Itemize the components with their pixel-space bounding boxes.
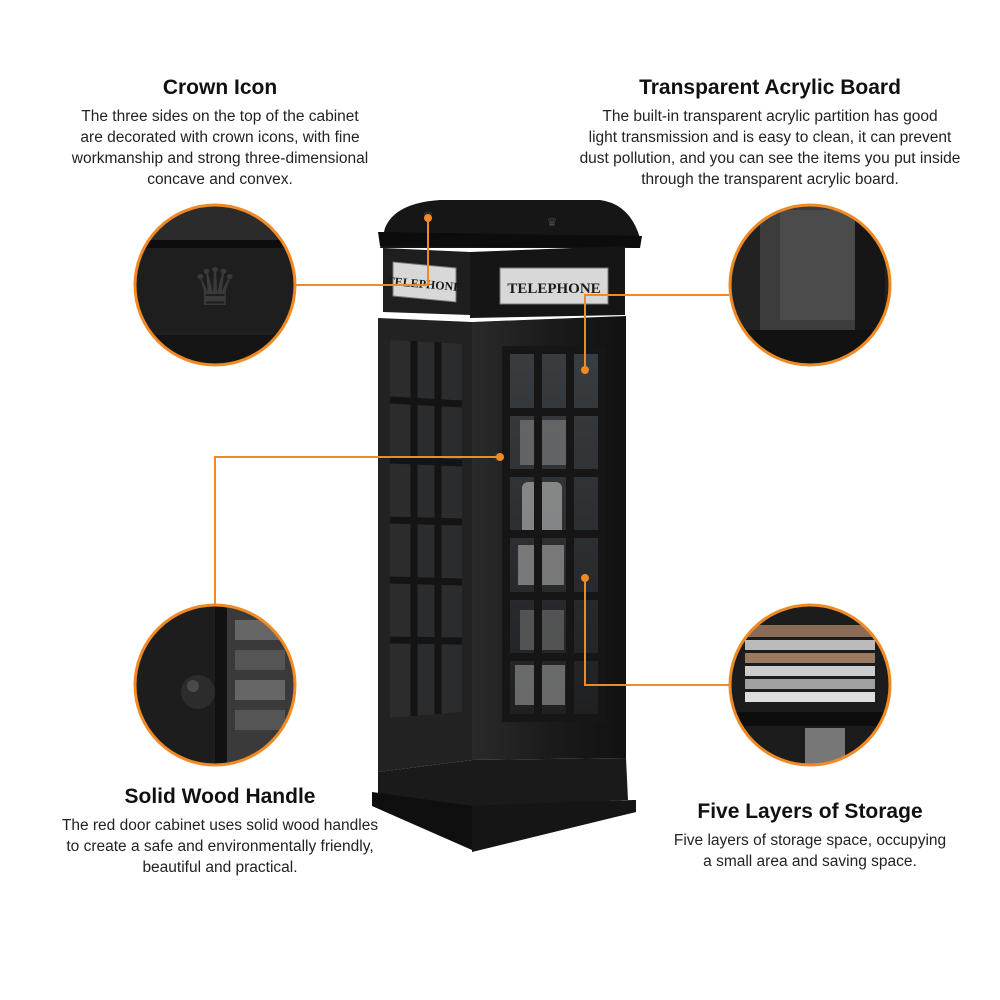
feature-handle-description: The red door cabinet uses solid wood han… (61, 817, 379, 876)
dot-storage (581, 574, 589, 582)
dot-crown (424, 214, 432, 222)
feature-wood-handle: Solid Wood Handle The red door cabinet u… (20, 785, 420, 878)
phone-booth-cabinet: ♛ ♛ TELEPHONE TELEPHONE (372, 200, 642, 852)
feature-crown-description: The three sides on the top of the cabine… (71, 108, 369, 188)
crown-emblem-icon: ♛ (192, 259, 239, 317)
detail-circle-storage (728, 603, 892, 767)
feature-five-layers: Five Layers of Storage Five layers of st… (630, 800, 990, 872)
detail-circle-crown: ♛ (133, 203, 297, 367)
wood-knob-icon (181, 675, 215, 709)
sign-front-text: TELEPHONE (507, 281, 600, 297)
sign-front: TELEPHONE (499, 267, 609, 305)
detail-circle-acrylic (728, 203, 892, 367)
feature-storage-description: Five layers of storage space, occupying … (673, 832, 947, 870)
leader-acrylic (584, 294, 729, 370)
leader-handle (214, 456, 500, 605)
dot-handle (496, 453, 504, 461)
cabinet-base (378, 758, 628, 808)
feature-crown-title: Crown Icon (162, 76, 278, 99)
detail-circle-handle (133, 603, 297, 767)
dot-acrylic (581, 366, 589, 374)
leader-crown (296, 218, 429, 286)
sign-left: TELEPHONE (386, 261, 462, 303)
feature-acrylic-description: The built-in transparent acrylic partiti… (579, 108, 961, 188)
feature-crown-icon: Crown Icon The three sides on the top of… (40, 76, 400, 190)
roof-crown-icon-front: ♛ (547, 215, 558, 229)
feature-handle-title: Solid Wood Handle (124, 785, 316, 808)
feature-storage-title: Five Layers of Storage (697, 800, 923, 823)
callout-lines (214, 218, 729, 686)
leader-storage (584, 578, 729, 686)
feature-acrylic-board: Transparent Acrylic Board The built-in t… (530, 76, 1000, 190)
feature-acrylic-title: Transparent Acrylic Board (639, 76, 901, 99)
